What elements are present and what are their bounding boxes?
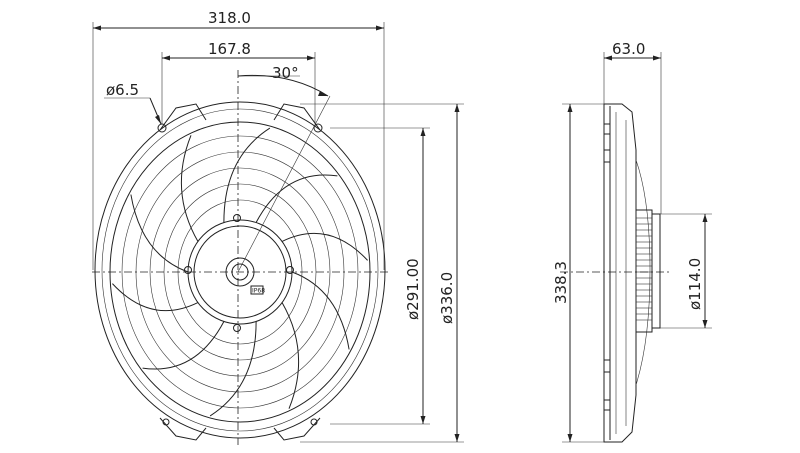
mount-hole-right bbox=[313, 123, 323, 133]
fan-blade bbox=[281, 302, 300, 409]
mount-hole-bottom-right bbox=[310, 418, 318, 426]
hub-screw-left bbox=[184, 266, 192, 274]
dim-mount-spacing: 167.8 bbox=[161, 40, 316, 124]
dim-height: 338.3 bbox=[552, 103, 604, 443]
dim-mount-spacing-label: 167.8 bbox=[208, 40, 251, 58]
ip-badge bbox=[250, 285, 264, 295]
side-motor-fins bbox=[636, 217, 652, 321]
dim-outer-diameter-label: ø336.0 bbox=[438, 272, 456, 324]
mount-tab-top-right bbox=[273, 103, 321, 131]
hub-screw-bottom bbox=[233, 324, 241, 332]
fan-blades bbox=[112, 127, 368, 417]
dim-hole-diameter: ø6.5 bbox=[104, 81, 162, 125]
outer-housing-inner-edge bbox=[101, 108, 379, 432]
side-clip-1 bbox=[603, 123, 611, 135]
fan-blade bbox=[291, 271, 350, 350]
front-view: IP68 318.0 167.8 30° bbox=[92, 9, 464, 445]
mount-hole-bottom-left bbox=[162, 418, 170, 426]
dim-motor-diameter-label: ø114.0 bbox=[686, 258, 704, 310]
mount-tab-top-left bbox=[159, 103, 207, 131]
mount-tab-bottom-right bbox=[273, 417, 321, 441]
side-clip-3 bbox=[603, 359, 611, 373]
side-blade-edge bbox=[635, 159, 651, 386]
hub-screw-right bbox=[286, 266, 294, 274]
dim-overall-width: 318.0 bbox=[92, 9, 385, 270]
fan-blade bbox=[112, 283, 199, 312]
fan-blade bbox=[255, 174, 338, 223]
fan-blade bbox=[180, 135, 199, 242]
outer-housing bbox=[94, 101, 386, 439]
side-clip-4 bbox=[603, 399, 611, 411]
fan-blade bbox=[130, 194, 189, 273]
dim-outer-diameter: ø336.0 bbox=[300, 103, 464, 443]
fan-blade bbox=[142, 321, 225, 370]
dim-depth-label: 63.0 bbox=[612, 40, 645, 58]
fan-blade bbox=[281, 232, 368, 261]
dim-angle: 30° bbox=[237, 64, 331, 273]
side-housing-profile bbox=[603, 103, 637, 443]
side-motor-cap bbox=[651, 213, 661, 329]
dim-depth: 63.0 bbox=[603, 40, 662, 214]
ip-badge-text: IP68 bbox=[252, 288, 265, 295]
hub-screw-top bbox=[233, 214, 241, 222]
dim-motor-diameter: ø114.0 bbox=[660, 213, 712, 329]
dim-inner-diameter: ø291.00 bbox=[330, 127, 430, 425]
dim-overall-width-label: 318.0 bbox=[208, 9, 251, 27]
dim-hole-diameter-label: ø6.5 bbox=[106, 81, 139, 99]
mount-tab-bottom-left bbox=[159, 417, 207, 441]
fan-blade bbox=[223, 127, 271, 223]
dim-inner-diameter-label: ø291.00 bbox=[404, 258, 422, 320]
fan-blade bbox=[209, 321, 257, 417]
dim-angle-label: 30° bbox=[272, 64, 299, 82]
dim-height-label: 338.3 bbox=[552, 261, 570, 304]
side-view: 63.0 338.3 ø114.0 bbox=[552, 40, 712, 443]
side-clip-2 bbox=[603, 149, 611, 163]
